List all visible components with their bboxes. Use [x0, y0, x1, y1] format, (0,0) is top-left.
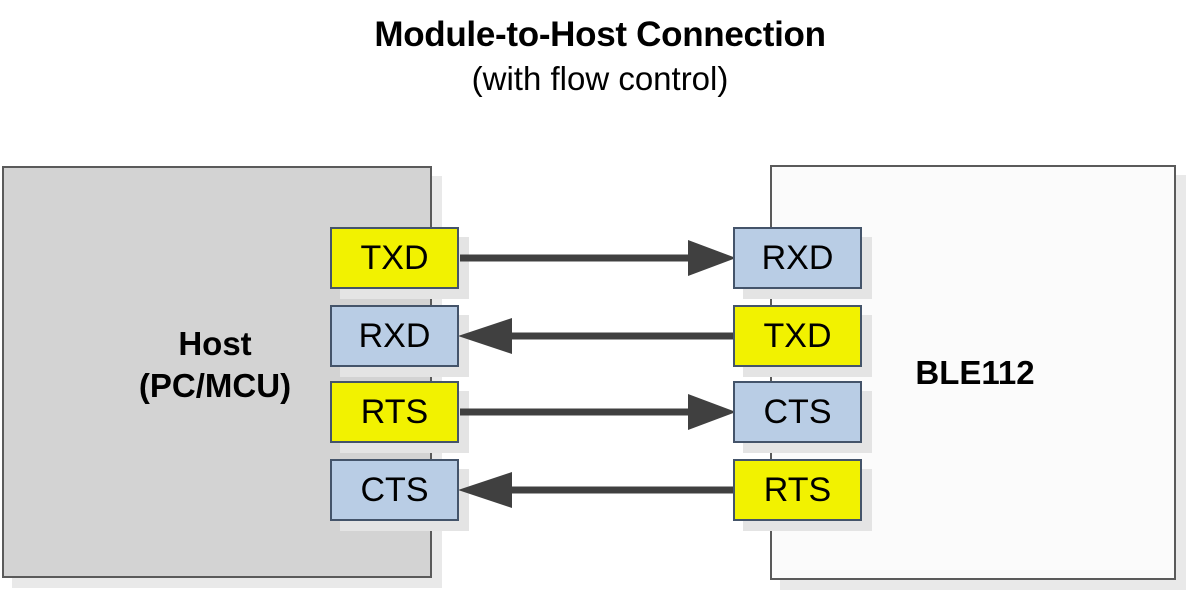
host-label-line-1: Host: [178, 325, 252, 362]
host-pin-cts-label: CTS: [360, 471, 429, 509]
module-pin-rts-label: RTS: [763, 471, 832, 509]
host-pin-rts[interactable]: RTS: [330, 381, 459, 443]
host-pin-txd-label: TXD: [360, 239, 429, 277]
module-pin-rxd[interactable]: RXD: [733, 227, 862, 289]
module-device-label: BLE112: [915, 354, 1035, 391]
arrow-host-txd-to-module-rxd: [458, 238, 736, 278]
module-pin-cts[interactable]: CTS: [733, 381, 862, 443]
module-pin-cts-label: CTS: [763, 393, 832, 431]
host-pin-rxd-label: RXD: [358, 317, 431, 355]
title-main-line: Module-to-Host Connection: [374, 15, 826, 54]
module-pin-rts[interactable]: RTS: [733, 459, 862, 521]
arrow-module-txd-to-host-rxd: [458, 316, 736, 356]
host-pin-rxd[interactable]: RXD: [330, 305, 459, 367]
host-pin-cts[interactable]: CTS: [330, 459, 459, 521]
host-device-label: Host (PC/MCU): [20, 323, 410, 407]
module-pin-txd[interactable]: TXD: [733, 305, 862, 367]
title-subtitle-line: (with flow control): [471, 60, 729, 97]
module-pin-txd-label: TXD: [763, 317, 832, 355]
module-pin-rxd-label: RXD: [761, 239, 834, 277]
arrow-host-rts-to-module-cts: [458, 392, 736, 432]
diagram-title: Module-to-Host Connection (with flow con…: [0, 14, 1200, 100]
host-pin-rts-label: RTS: [360, 393, 429, 431]
host-label-line-2: (PC/MCU): [138, 367, 292, 404]
arrow-module-rts-to-host-cts: [458, 470, 736, 510]
host-pin-txd[interactable]: TXD: [330, 227, 459, 289]
